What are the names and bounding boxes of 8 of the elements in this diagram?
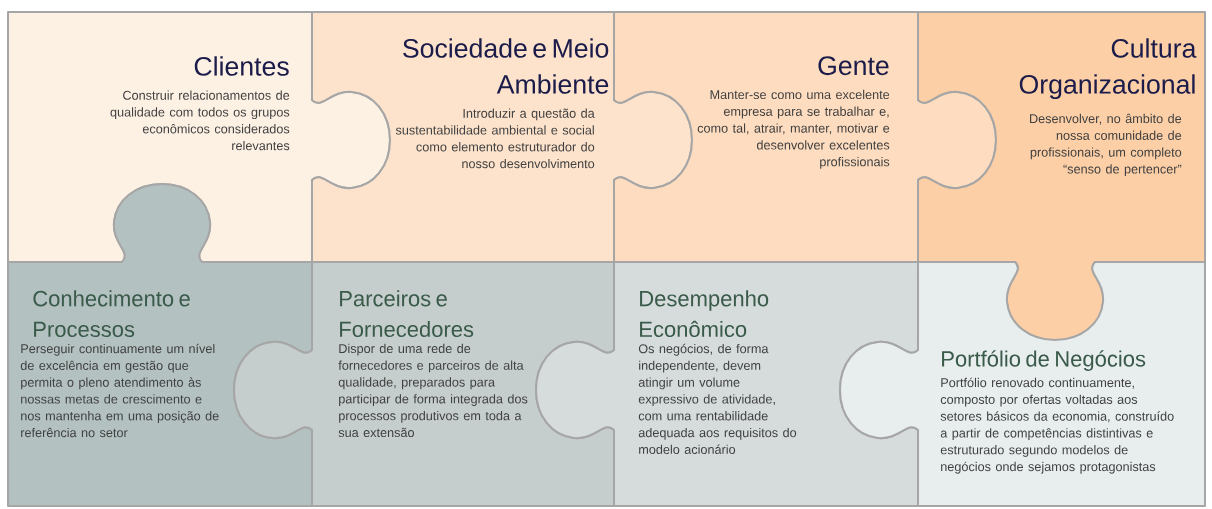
puzzle-piece: Desempenho Econômico Os negócios, de forma independente, devem atingir um volume expressivo de atividade, com uma rentabilidade adequada aos requisitos do modelo acionário [535, 261, 919, 507]
puzzle-piece: Portfólio de Negócios Portfólio renovado continuamente, composto por ofertas voltadas aos setores básicos da economia, construído a partir de competências distintivas e estruturado segundo modelos de negócios onde sejamos protagonistas [839, 261, 1206, 507]
puzzle-piece: Gente Manter-se como uma excelente empresa para se trabalhar e, como tal, atrair, manter, motivar e desenvolver excelentes profissionais [613, 11, 997, 263]
puzzle-piece: Sociedade e Meio Ambiente Introduzir a questão da sustentabilidade ambiental e social como elemento estruturador do nosso desenvolvimento [311, 11, 693, 263]
puzzle-piece: Clientes Construir relacionamentos de qualidade com todos os grupos econômicos considerados relevantes [7, 11, 391, 263]
puzzle-piece: Cultura Organizacional Desenvolver, no âmbito de nossa comunidade de profissionais, um completo “senso de pertencer” [917, 11, 1206, 341]
puzzle-piece: Parceiros e Fornecedores Dispor de uma rede de fornecedores e parceiros de alta qualidade, preparados para participar de forma integrada dos processos produtivos em toda a sua extensão [233, 261, 615, 507]
puzzle-piece: Conhecimento e Processos Perseguir continuamente um nível de excelência em gestão que permita o pleno atendimento às nossas metas de crescimento e nos mantenha em uma posição de referência no setor [7, 183, 313, 507]
